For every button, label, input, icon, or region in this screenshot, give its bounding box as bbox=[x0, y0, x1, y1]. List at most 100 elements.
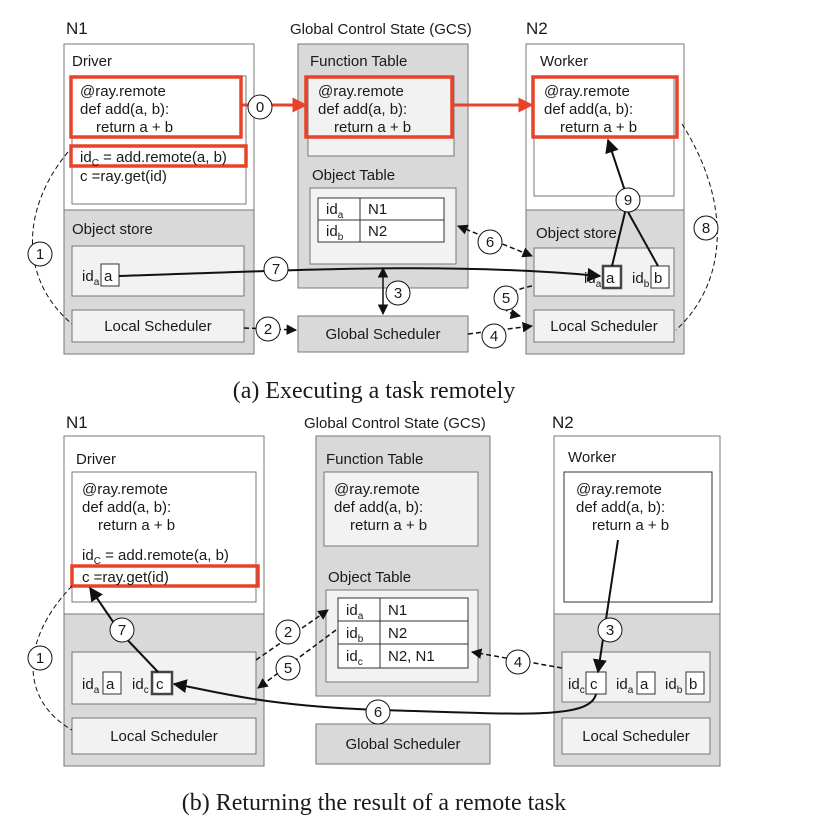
circle-number-icon bbox=[693, 215, 719, 241]
b-object-table-grid bbox=[337, 597, 469, 669]
driver-call-line: idC = add.remote(a, b) bbox=[80, 149, 227, 169]
caption-b: (b) Returning the result of a remote tas… bbox=[182, 790, 567, 816]
caption-a: (a) Executing a task remotely bbox=[233, 378, 516, 404]
circle-number-icon bbox=[275, 655, 301, 681]
driver-get-line: c =ray.get(id) bbox=[80, 168, 167, 185]
b-arrow-5 bbox=[257, 629, 337, 689]
worker-code-line-3: return a + b bbox=[560, 119, 637, 136]
b-local-scheduler-box bbox=[71, 717, 257, 755]
n2-store-key-b: idb bbox=[632, 270, 650, 290]
gcs-code-line-3: return a + b bbox=[334, 119, 411, 136]
b-store-key-c: idc bbox=[132, 676, 149, 696]
arrow-9-branch bbox=[627, 211, 659, 267]
object-store-box bbox=[71, 245, 245, 297]
circle-number-icon bbox=[247, 94, 273, 120]
b-step-6: 6 bbox=[374, 704, 382, 721]
b-node-n1: Driver @ray.remote def add(a, b): return… bbox=[63, 435, 265, 767]
step-markers-b: 1 2 3 4 5 6 7 bbox=[27, 617, 623, 725]
step-markers-a: 0 1 2 3 4 5 6 7 8 9 bbox=[27, 94, 719, 349]
b-n2-local-scheduler-label: Local Scheduler bbox=[582, 728, 690, 745]
b-step-3: 3 bbox=[606, 622, 614, 639]
arrow-6 bbox=[457, 224, 533, 258]
function-table-box bbox=[307, 75, 455, 157]
diagram-a: N1 Global Control State (GCS) N2 Driver … bbox=[27, 19, 719, 404]
b-gcs-code-line-1: @ray.remote bbox=[334, 481, 420, 498]
b-gcs-code-line-3: return a + b bbox=[350, 517, 427, 534]
b-node-n2-label: N2 bbox=[552, 413, 574, 432]
b-worker-code-line-1: @ray.remote bbox=[576, 481, 662, 498]
circle-number-icon bbox=[385, 280, 411, 306]
b-driver-call-line: idC = add.remote(a, b) bbox=[82, 547, 229, 567]
worker-label: Worker bbox=[540, 53, 588, 70]
step-6: 6 bbox=[486, 234, 494, 251]
b-store-value-c: c bbox=[156, 676, 164, 693]
b-arrow-3 bbox=[592, 539, 619, 674]
b-worker-code-box bbox=[563, 471, 713, 603]
b-driver-code-line-2: def add(a, b): bbox=[82, 499, 171, 516]
b-get-highlight bbox=[70, 564, 260, 588]
circle-number-icon bbox=[27, 645, 53, 671]
driver-remote-highlight bbox=[69, 75, 243, 139]
b-store-value-a: a bbox=[106, 676, 115, 693]
n2-store-value-b-box bbox=[650, 265, 670, 289]
b-driver-label: Driver bbox=[76, 451, 116, 468]
arrow-7-transfer bbox=[118, 267, 602, 282]
b-step-1: 1 bbox=[36, 650, 44, 667]
local-scheduler-box bbox=[71, 309, 245, 343]
object-table-val-a: N1 bbox=[368, 201, 387, 218]
worker-code-line-1: @ray.remote bbox=[544, 83, 630, 100]
b-n2-value-a: a bbox=[640, 676, 649, 693]
circle-number-icon bbox=[493, 285, 519, 311]
circle-number-icon bbox=[477, 229, 503, 255]
step-0: 0 bbox=[256, 99, 264, 116]
b-table-val-c: N2, N1 bbox=[388, 648, 435, 665]
b-n2-value-b: b bbox=[689, 676, 697, 693]
object-table-val-b: N2 bbox=[368, 223, 387, 240]
local-scheduler-label: Local Scheduler bbox=[104, 318, 212, 335]
diagram-b: N1 Global Control State (GCS) N2 Driver … bbox=[27, 413, 721, 816]
driver-call-highlight bbox=[69, 144, 248, 168]
b-driver-code-line-3: return a + b bbox=[98, 517, 175, 534]
b-global-scheduler-label: Global Scheduler bbox=[345, 736, 460, 753]
object-table-key-a: ida bbox=[326, 201, 344, 221]
step-1: 1 bbox=[36, 246, 44, 263]
b-table-key-a: ida bbox=[346, 602, 364, 622]
global-scheduler-box bbox=[297, 315, 469, 353]
global-scheduler-label: Global Scheduler bbox=[325, 326, 440, 343]
driver-code-line-3: return a + b bbox=[96, 119, 173, 136]
b-object-table-label: Object Table bbox=[328, 569, 411, 586]
circle-number-icon bbox=[263, 256, 289, 282]
arrow-1 bbox=[32, 151, 73, 325]
n2-store-value-a: a bbox=[606, 270, 615, 287]
b-table-val-a: N1 bbox=[388, 602, 407, 619]
circle-number-icon bbox=[615, 187, 641, 213]
driver-label: Driver bbox=[72, 53, 112, 70]
b-n2-value-b-box bbox=[685, 671, 705, 695]
b-n2-key-b: idb bbox=[665, 676, 683, 696]
b-node-n2: Worker @ray.remote def add(a, b): return… bbox=[553, 435, 721, 767]
node-n2-label: N2 bbox=[526, 19, 548, 38]
circle-number-icon bbox=[109, 617, 135, 643]
b-step-5: 5 bbox=[284, 660, 292, 677]
b-function-table-box bbox=[323, 471, 479, 547]
b-worker-label: Worker bbox=[568, 449, 616, 466]
b-arrow-4 bbox=[470, 648, 563, 669]
b-table-key-c: idc bbox=[346, 648, 363, 668]
driver-code-line-1: @ray.remote bbox=[80, 83, 166, 100]
b-gcs-label: Global Control State (GCS) bbox=[304, 415, 486, 432]
step-2: 2 bbox=[264, 321, 272, 338]
b-driver-code-box bbox=[71, 471, 257, 603]
b-global-scheduler-box bbox=[315, 723, 491, 765]
object-table-key-b: idb bbox=[326, 223, 344, 243]
object-table-label: Object Table bbox=[312, 167, 395, 184]
b-table-val-b: N2 bbox=[388, 625, 407, 642]
b-function-table-label: Function Table bbox=[326, 451, 423, 468]
b-step-2: 2 bbox=[284, 624, 292, 641]
n2-local-scheduler-label: Local Scheduler bbox=[550, 318, 658, 335]
circle-number-icon bbox=[275, 619, 301, 645]
driver-code-line-2: def add(a, b): bbox=[80, 101, 169, 118]
object-store-label: Object store bbox=[72, 221, 153, 238]
step-8: 8 bbox=[702, 220, 710, 237]
step-7: 7 bbox=[272, 261, 280, 278]
